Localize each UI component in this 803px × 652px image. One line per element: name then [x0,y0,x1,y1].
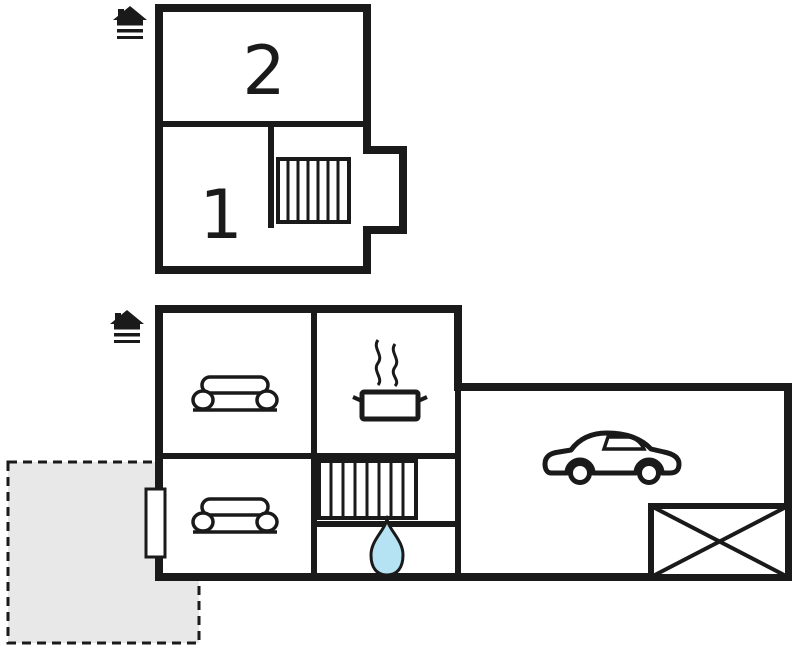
sofa-backrest [200,375,270,395]
room-label-1: 1 [199,176,242,255]
crossed-storage-area [648,503,791,580]
house-roof [113,6,147,20]
water-drop-icon [369,515,405,577]
car-icon [542,430,682,485]
sofa-armrest-left [191,511,215,533]
steam-line-1 [374,339,382,386]
room-label-2: 2 [242,32,285,111]
staircase-icon [317,459,418,520]
storage-cross-line-2 [650,504,789,579]
sofa-icon [191,375,279,412]
car-body [542,430,682,476]
staircase-icon [276,157,351,224]
water-drop-shape [369,515,405,577]
house-roof [110,310,144,324]
car-window [601,435,647,451]
steam-line-2 [391,343,399,388]
stair-treads [329,461,405,518]
sofa-armrest-right [255,511,279,533]
house-body [117,20,143,39]
house-level-icon [110,310,144,343]
sofa-armrest-left [191,389,215,411]
car-wheel-left [568,461,592,485]
pot-body [359,389,421,422]
sofa-armrest-right [255,389,279,411]
cooking-pot-icon [352,339,428,422]
car-wheel-right [637,461,661,485]
upper-floor-plan: 2 1 [113,4,407,274]
stair-treads [286,159,340,222]
sofa-icon [191,497,279,534]
sofa-backrest [200,497,270,517]
entrance-door [144,487,167,559]
ground-floor-plan [6,305,792,645]
house-body [114,324,140,343]
house-level-icon [113,6,147,39]
